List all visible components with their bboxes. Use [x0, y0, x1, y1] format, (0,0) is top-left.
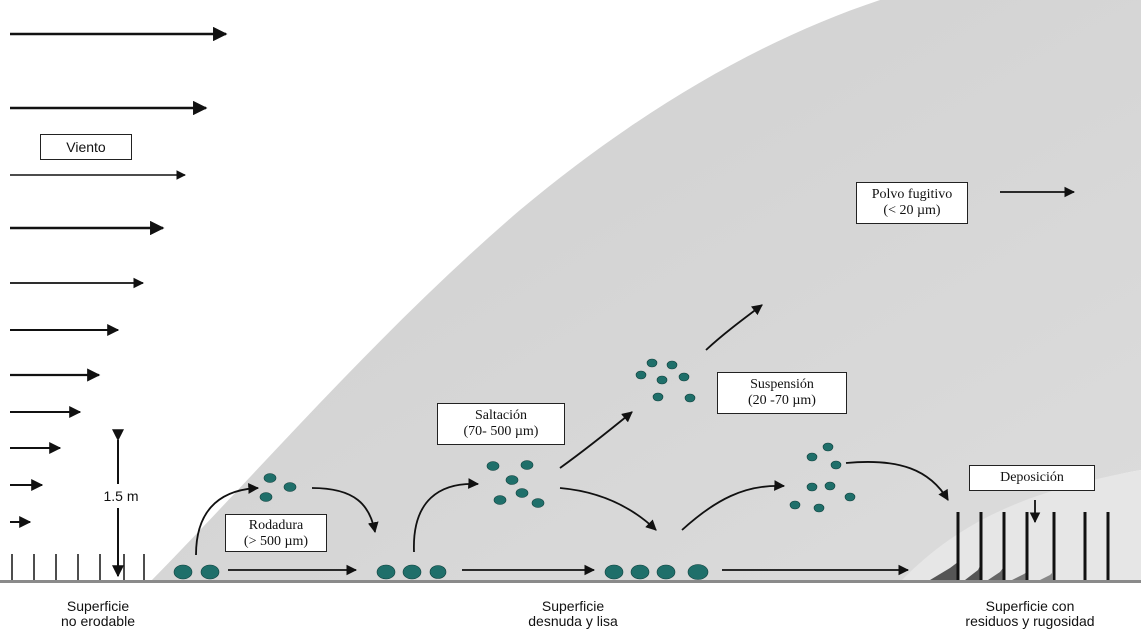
particle-icon [635, 370, 647, 380]
particle-icon [806, 482, 818, 492]
particle-icon [259, 492, 273, 502]
particle-icon [486, 461, 500, 471]
particle-icon [429, 565, 447, 579]
particle-icon [505, 475, 519, 485]
particle-icon [678, 372, 690, 382]
rodadura-label: Rodadura (> 500 µm) [225, 514, 327, 552]
particle-icon [630, 564, 650, 580]
particle-icon [520, 460, 534, 470]
particle-icon [687, 564, 709, 580]
particle-icon [652, 392, 664, 402]
viento-label: Viento [40, 134, 132, 160]
dust-cloud [150, 0, 1141, 582]
wind-profile [10, 26, 228, 528]
particle-icon [515, 488, 529, 498]
particle-icon [402, 564, 422, 580]
particle-icon [824, 481, 836, 491]
particle-icon [656, 375, 668, 385]
particle-icon [806, 452, 818, 462]
particle-icon [283, 482, 297, 492]
stakes-left [11, 554, 145, 580]
sediment-wedge [1012, 572, 1027, 580]
particle-icon [531, 498, 545, 508]
particle-icon [813, 503, 825, 513]
sediment-wedge [965, 566, 980, 580]
particle-icon [646, 358, 658, 368]
sediment-wedge [988, 568, 1003, 580]
dust-cloud-shoulder [900, 470, 1141, 582]
particle-icon [200, 564, 220, 580]
particle-icon [604, 564, 624, 580]
particles [173, 358, 856, 580]
deposition-posts [930, 512, 1110, 580]
ground-line [0, 580, 1141, 583]
particle-icon [789, 500, 801, 510]
particle-icon [844, 492, 856, 502]
particle-icon [493, 495, 507, 505]
polvo-fugitivo-label: Polvo fugitivo (< 20 µm) [856, 182, 968, 224]
particle-icon [684, 393, 696, 403]
caption-desnuda-lisa: Superficie desnuda y lisa [528, 598, 618, 629]
sediment-wedge [930, 562, 958, 580]
particle-icon [822, 442, 834, 452]
particle-icon [666, 360, 678, 370]
particle-icon [656, 564, 676, 580]
particle-icon [830, 460, 842, 470]
suspension-label: Suspensión (20 -70 µm) [717, 372, 847, 414]
particle-icon [376, 564, 396, 580]
particle-icon [173, 564, 193, 580]
sediment-wedge [1040, 573, 1052, 580]
caption-no-erodable: Superficie no erodable [61, 598, 135, 629]
height-label: 1.5 m [92, 484, 150, 508]
caption-residuos-rugosidad: Superficie con residuos y rugosidad [965, 598, 1095, 629]
deposicion-label: Deposición [969, 465, 1095, 491]
saltacion-label: Saltación (70- 500 µm) [437, 403, 565, 445]
trajectory-arrows [195, 186, 1076, 556]
particle-icon [263, 473, 277, 483]
